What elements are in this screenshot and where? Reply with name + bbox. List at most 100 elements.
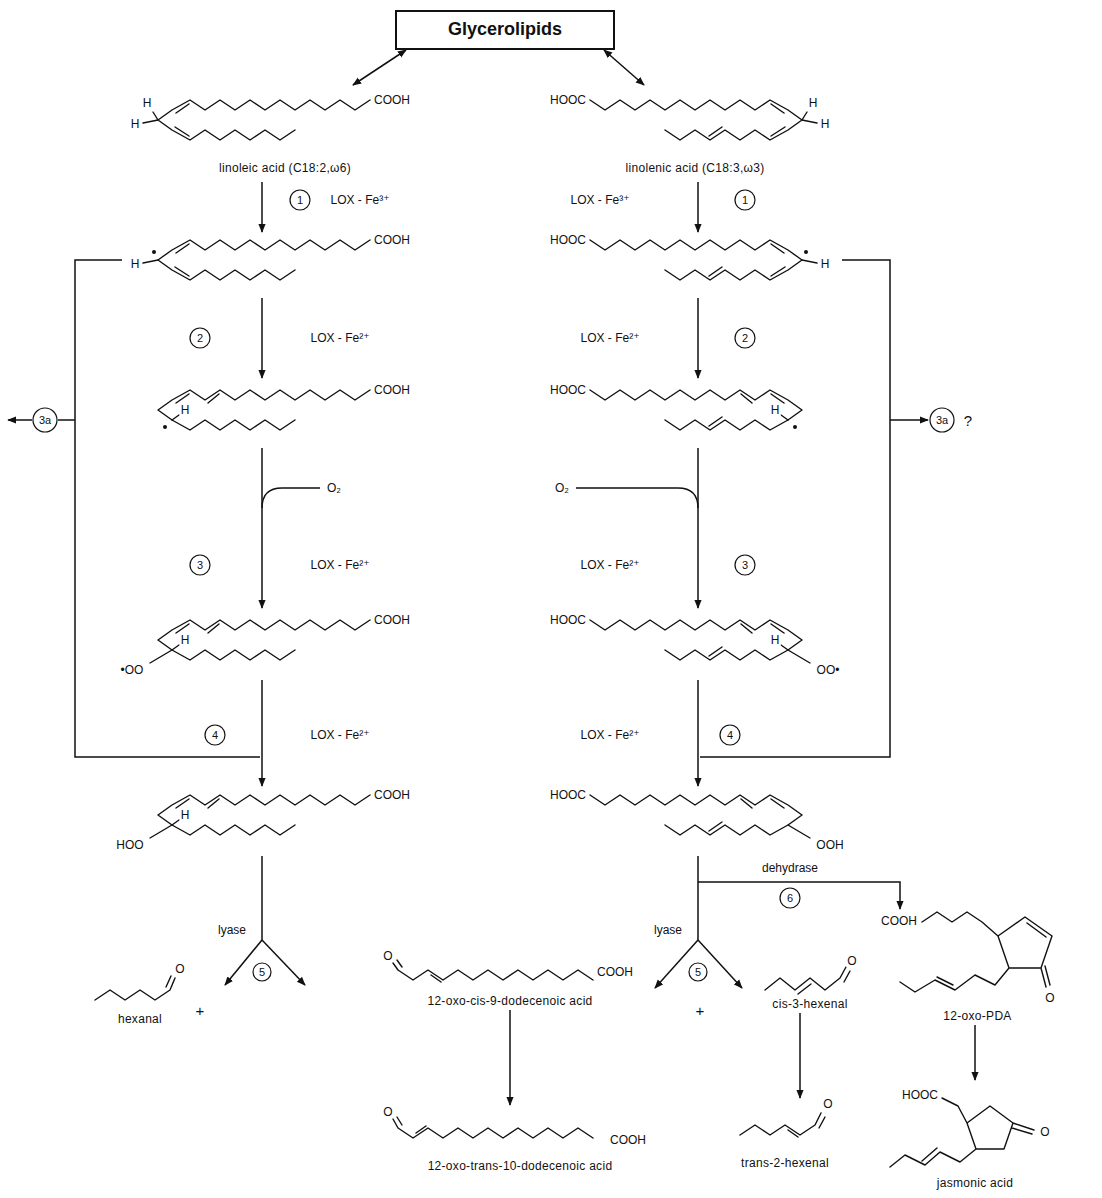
step-circle: [735, 328, 755, 348]
atom-label: O: [1039, 1126, 1050, 1138]
carbon-chain: [590, 620, 802, 660]
node-text: hexanal: [118, 1013, 162, 1026]
atom-label: COOH: [880, 915, 918, 927]
double-bond: [176, 394, 219, 403]
carbon-chain: [590, 390, 802, 430]
bracket-line: [75, 260, 260, 757]
hydroperoxide-structure: [150, 795, 370, 838]
radical-structure: [590, 240, 817, 280]
oxygen-input-line: [262, 488, 320, 508]
enzyme-label: LOX - Fe³⁺: [329, 194, 390, 206]
step-number: 5: [258, 967, 266, 978]
atom-label: H: [808, 97, 819, 109]
atom-label: COOH: [609, 1134, 647, 1146]
carbon-chain: [158, 240, 370, 280]
step-circle: [190, 328, 210, 348]
enzyme-label: dehydrase: [761, 862, 819, 874]
node-text: 12-oxo-trans-10-dodecenoic acid: [428, 1160, 613, 1173]
atom-label: O: [822, 1098, 833, 1110]
atom-label: H: [820, 118, 831, 130]
radical-structure: [143, 240, 370, 280]
double-bond: [709, 104, 785, 136]
double-bond: [709, 799, 784, 831]
symbol-label: ?: [963, 413, 973, 428]
lyase-stem: [697, 856, 699, 940]
substituent-bond: [150, 820, 179, 838]
substituent-bond: [788, 825, 810, 838]
double-bond: [709, 624, 784, 656]
atom-label: H: [770, 404, 781, 416]
atom-label: H: [820, 258, 831, 270]
double-bond: [176, 624, 219, 633]
atom-label: HOO: [115, 839, 144, 851]
atom-label: COOH: [596, 966, 634, 978]
step-arrow: [261, 182, 263, 232]
lyase-stem: [261, 856, 263, 940]
hydrogen-bond: [143, 260, 158, 263]
step-circle: [930, 408, 954, 432]
carbon-chain: [158, 390, 370, 430]
atom-label: H: [180, 809, 191, 821]
peroxyl-structure: [590, 620, 810, 663]
symbol-label: +: [695, 1003, 706, 1018]
reaction-connector: [509, 1010, 511, 1105]
step-arrow: [697, 680, 699, 786]
double-bond: [176, 799, 219, 808]
hydrogen-bond: [802, 260, 817, 263]
atom-label: O: [382, 1106, 393, 1118]
step-arrow: [697, 448, 699, 608]
atom-label: COOH: [373, 384, 411, 396]
step-circle: [735, 555, 755, 575]
enzyme-label: LOX - Fe²⁺: [309, 729, 370, 741]
atom-label: O: [1044, 992, 1055, 1004]
step-number: 6: [786, 893, 794, 904]
atom-label: HOOC: [549, 614, 587, 626]
step-arrow: [261, 448, 263, 608]
atom-label: H: [180, 634, 191, 646]
step-arrow: [697, 298, 699, 378]
enzyme-label: LOX - Fe²⁺: [579, 729, 640, 741]
atom-label: COOH: [373, 234, 411, 246]
side-arrow: [8, 419, 32, 421]
enzyme-label: LOX - Fe²⁺: [309, 559, 370, 571]
reaction-connector: [604, 50, 644, 85]
step-circle: [253, 963, 271, 981]
step-circle: [33, 408, 57, 432]
atom-label: O: [846, 955, 857, 967]
symbol-label: +: [195, 1003, 206, 1018]
jasmonic-structure: [890, 1098, 1034, 1167]
atom-label: OOH: [815, 839, 844, 851]
carbon-chain: [590, 240, 802, 280]
step-number: 2: [196, 333, 204, 344]
step-circle: [720, 725, 740, 745]
node-text: jasmonic acid: [937, 1177, 1014, 1190]
substituent-bond: [781, 645, 810, 663]
node-text: linoleic acid (C18:2,ω6): [219, 162, 351, 175]
step-number: 3a: [38, 415, 52, 426]
enzyme-label: lyase: [653, 924, 683, 936]
trans-dodecenoic-structure: [393, 1117, 593, 1138]
step-circles: [33, 190, 954, 981]
step-number: 5: [694, 967, 702, 978]
step-number: 4: [726, 730, 734, 741]
hydroperoxide-structure: [590, 795, 810, 838]
process-box: Glycerolipids: [395, 10, 615, 50]
diene-radical-structure: [158, 390, 370, 430]
atom-label: O₂: [554, 482, 570, 494]
radical-dot: [793, 425, 797, 429]
step-circle: [689, 963, 707, 981]
lyase-branch: [698, 940, 742, 988]
peroxyl-structure: [150, 620, 370, 663]
step-circle: [780, 888, 800, 908]
dehydrase-arrow: [698, 882, 900, 909]
step-circle: [735, 190, 755, 210]
linolenic-structure: [590, 100, 817, 140]
step-number: 3: [196, 560, 204, 571]
carbon-chain: [158, 795, 370, 835]
hydrogen-bond: [172, 415, 179, 420]
node-text: cis-3-hexenal: [772, 998, 847, 1011]
step-number: 4: [211, 730, 219, 741]
